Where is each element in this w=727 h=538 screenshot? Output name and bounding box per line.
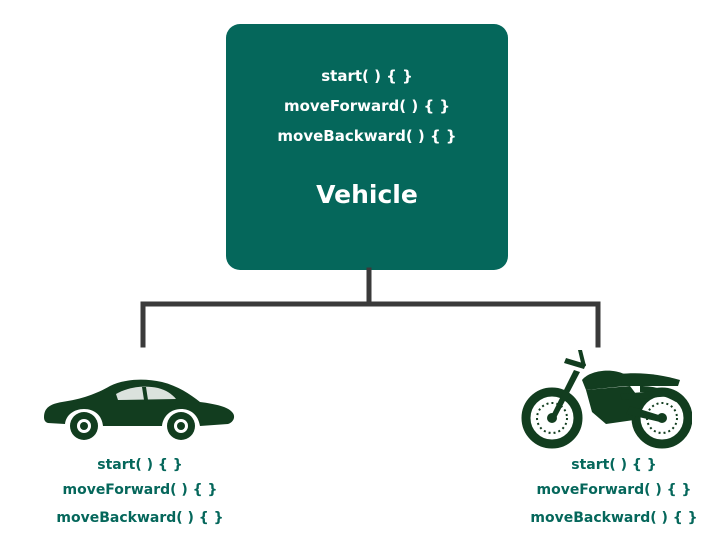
parent-method-move-forward: moveForward( ) { }	[283, 97, 451, 115]
car-icon	[44, 379, 235, 440]
parent-method-move-backward: moveBackward( ) { }	[277, 127, 457, 145]
motorcycle-icon	[521, 350, 692, 449]
vehicle-class-box: start( ) { } moveForward( ) { } moveBack…	[226, 24, 508, 270]
motorcycle-method-move-forward: moveForward( ) { }	[536, 482, 692, 498]
motorcycle-method-move-backward: moveBackward( ) { }	[530, 510, 698, 526]
parent-method-start: start( ) { }	[321, 67, 413, 85]
car-method-move-backward: moveBackward( ) { }	[56, 510, 224, 526]
motorcycle-method-start: start( ) { }	[571, 457, 657, 473]
parent-class-title: Vehicle	[316, 180, 418, 209]
car-method-start: start( ) { }	[97, 457, 183, 473]
car-method-move-forward: moveForward( ) { }	[62, 482, 218, 498]
